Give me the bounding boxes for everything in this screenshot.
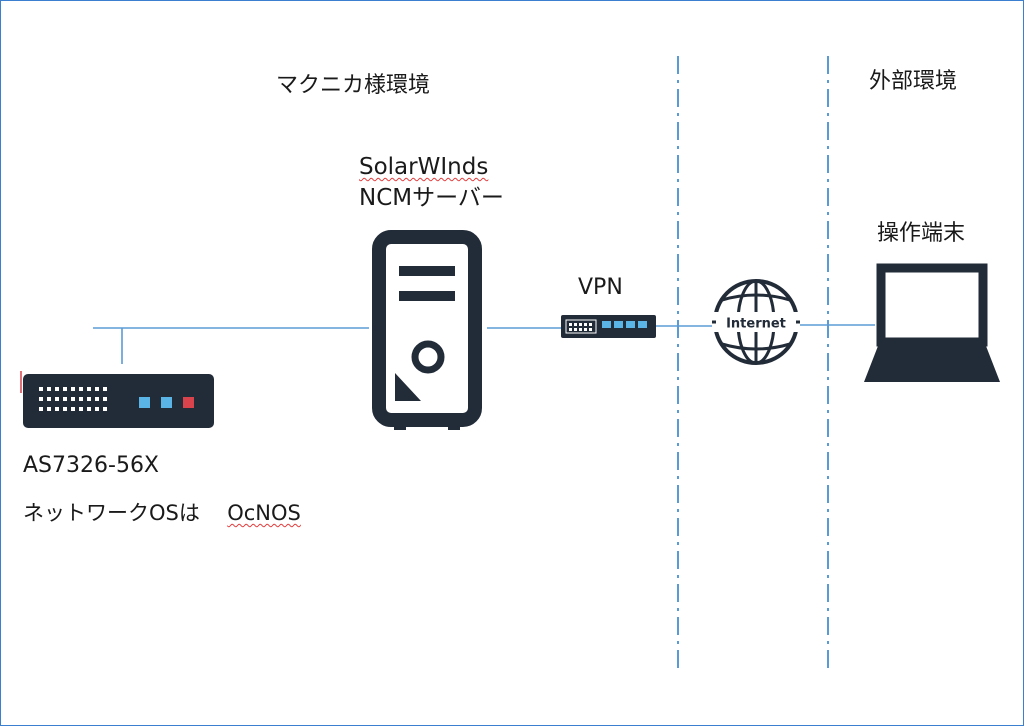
external-zone-label: 外部環境 — [869, 69, 958, 94]
internal-zone-label: マクニカ様環境 — [276, 73, 431, 98]
rack-switch-icon — [23, 374, 214, 428]
port-indicator-blue-1 — [139, 397, 150, 408]
vpn-label: VPN — [578, 275, 623, 300]
switch-model-label: AS7326-56X — [23, 453, 160, 478]
port-indicator-red — [183, 397, 194, 408]
laptop-icon — [864, 263, 1000, 382]
internet-label: Internet — [726, 317, 786, 332]
switch-os-name: OcNOS — [227, 501, 301, 525]
terminal-label: 操作端末 — [877, 221, 966, 246]
port-indicator-blue-2 — [161, 397, 172, 408]
switch-os-line: ネットワークOSは OcNOS — [23, 500, 301, 526]
server-tower-icon — [372, 230, 482, 430]
server-name-line2: NCMサーバー — [359, 185, 504, 211]
server-name-line1: SolarWInds — [359, 153, 488, 182]
globe-icon — [712, 279, 800, 365]
server-name-text: SolarWInds — [359, 154, 489, 180]
switch-os-prefix: ネットワークOSは — [23, 501, 200, 525]
network-switch-icon — [561, 315, 656, 338]
